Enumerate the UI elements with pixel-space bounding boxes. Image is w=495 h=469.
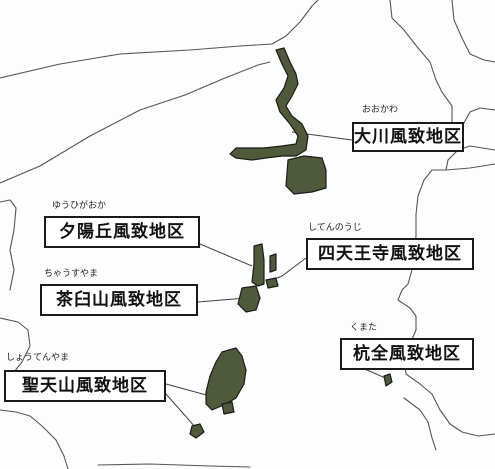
label-yuhigaoka: ゆうひがおか 夕陽丘風致地区: [44, 200, 200, 250]
ward-boundary-south: [97, 463, 251, 468]
district-shitennoji-small: [269, 253, 277, 273]
district-chausuyama: [237, 285, 261, 313]
label-kumata: くまた 杭全風致地区: [340, 322, 474, 372]
ward-boundary-top-inner: [451, 0, 495, 63]
district-okawa-block: [285, 155, 327, 195]
district-shitennoji-dot: [265, 277, 279, 289]
leader-shitennoji: [271, 257, 307, 281]
label-shotenyama: しょうてんやま 聖天山風致地区: [4, 352, 166, 404]
district-shitennoji-main: [251, 243, 265, 287]
ward-boundary-southwest: [0, 409, 69, 469]
leader-lines: [165, 131, 391, 429]
name-kumata: 杭全風致地区: [340, 338, 474, 370]
leader-chausuyama: [197, 297, 247, 303]
ward-boundary-right: [397, 163, 495, 437]
district-shotenyama-main: [205, 347, 247, 411]
reading-chausuyama: ちゃうすやま: [44, 269, 99, 279]
name-okawa: 大川風致地区: [352, 122, 464, 152]
label-okawa: おおかわ 大川風致地区: [352, 104, 464, 152]
district-shotenyama-south: [189, 423, 205, 439]
leader-shotenyama-sub: [165, 393, 197, 429]
reading-shitennoji: してんのうじ: [308, 223, 362, 233]
leader-yuhigaoka: [199, 243, 253, 267]
ward-boundary-top: [389, 0, 495, 131]
leader-shotenyama: [165, 383, 211, 397]
reading-yuhigaoka: ゆうひがおか: [52, 201, 107, 211]
districts: [189, 47, 393, 439]
ward-boundary-left-upper: [0, 199, 17, 291]
name-chausuyama: 茶臼山風致地区: [40, 284, 198, 316]
name-shotenyama: 聖天山風致地区: [4, 370, 166, 402]
reading-shotenyama: しょうてんやま: [6, 353, 70, 363]
reading-okawa: おおかわ: [362, 105, 399, 115]
name-yuhigaoka: 夕陽丘風致地区: [44, 216, 200, 248]
river-bank-upper: [0, 0, 319, 79]
label-shitennoji: してんのうじ 四天王寺風致地区: [306, 222, 474, 272]
reading-kumata: くまた: [350, 323, 378, 333]
ward-boundary-southeast: [403, 397, 437, 451]
district-okawa-river: [229, 47, 309, 161]
name-shitennoji: 四天王寺風致地区: [306, 238, 474, 270]
label-chausuyama: ちゃうすやま 茶臼山風致地区: [40, 268, 198, 318]
district-shotenyama-tail: [221, 401, 235, 415]
river-bank-lower: [0, 61, 271, 184]
district-kumata: [383, 373, 393, 387]
